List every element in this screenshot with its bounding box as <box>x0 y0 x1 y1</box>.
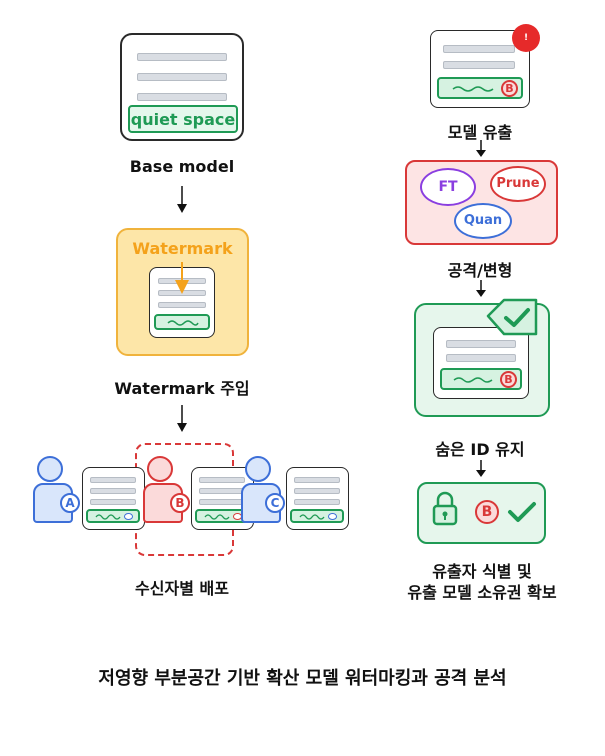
lock-icon <box>432 491 458 526</box>
watermark-slot <box>195 509 249 523</box>
attack-ft-badge: FT <box>420 168 476 206</box>
weight-bar <box>158 302 206 308</box>
weight-bar <box>199 477 245 483</box>
down-arrow-icon <box>476 140 486 157</box>
recipient-c-model-card <box>286 467 349 530</box>
kept-id-letter: B <box>504 373 513 386</box>
weight-bar <box>294 477 340 483</box>
weight-bar <box>90 488 136 494</box>
down-arrow-icon <box>476 280 486 297</box>
alert-icon: ! <box>523 33 529 43</box>
leak-id-letter: B <box>505 82 514 95</box>
base-model-label: Base model <box>129 157 235 176</box>
attack-prune-text: Prune <box>496 176 540 191</box>
user-b-letter: B <box>175 496 185 510</box>
weight-bar <box>443 61 515 69</box>
identify-label-line1: 유출자 식별 및 <box>432 562 532 581</box>
weight-bar <box>294 488 340 494</box>
identify-id-badge: B <box>475 500 499 524</box>
recipient-a-model-card <box>82 467 145 530</box>
distribute-label: 수신자별 배포 <box>135 579 229 598</box>
user-c-badge: C <box>265 493 285 513</box>
watermark-inject-label: Watermark 주입 <box>114 379 250 398</box>
weight-bar <box>90 499 136 505</box>
watermark-box-title: Watermark <box>132 239 233 258</box>
weight-bar <box>443 45 515 53</box>
inject-arrow-icon <box>175 262 189 294</box>
weight-bar <box>446 340 516 348</box>
attack-quan-badge: Quan <box>454 203 512 239</box>
attack-prune-badge: Prune <box>490 166 546 202</box>
quiet-space-chip: quiet space <box>128 105 238 133</box>
kept-model-card: B <box>433 327 529 399</box>
identify-id-letter: B <box>481 504 493 520</box>
weight-bar <box>90 477 136 483</box>
user-a-letter: A <box>65 496 75 510</box>
down-arrow-icon <box>177 186 187 213</box>
watermark-slot: B <box>437 77 523 99</box>
watermark-slot <box>154 314 210 330</box>
wave-icon <box>453 377 493 383</box>
figure-caption: 저영향 부분공간 기반 확산 모델 워터마킹과 공격 분석 <box>98 668 507 689</box>
down-arrow-icon <box>177 405 187 432</box>
leak-id-badge: B <box>501 80 518 97</box>
attack-label: 공격/변형 <box>447 261 513 280</box>
weight-bar <box>199 488 245 494</box>
leak-label: 모델 유출 <box>447 123 513 142</box>
weight-bar <box>137 93 227 101</box>
watermark-slot <box>290 509 344 523</box>
down-arrow-icon <box>476 460 486 477</box>
wave-icon <box>452 86 494 92</box>
attack-quan-text: Quan <box>463 213 503 228</box>
user-b-badge: B <box>170 493 190 513</box>
attack-ft-text: FT <box>438 179 458 195</box>
check-icon <box>508 502 536 522</box>
id-dot-a <box>124 513 133 520</box>
weight-bar <box>199 499 245 505</box>
alert-badge: ! <box>512 24 540 52</box>
weight-bar <box>294 499 340 505</box>
shield-check-icon <box>486 298 538 336</box>
wave-icon <box>299 514 325 520</box>
user-a-badge: A <box>60 493 80 513</box>
watermark-slot <box>86 509 140 523</box>
weight-bar <box>446 354 516 362</box>
watermark-slot: B <box>440 368 522 390</box>
weight-bar <box>137 53 227 61</box>
wave-icon <box>167 320 199 326</box>
wave-icon <box>95 514 121 520</box>
user-c-letter: C <box>270 496 280 510</box>
keep-id-label: 숨은 ID 유지 <box>435 440 525 459</box>
weight-bar <box>137 73 227 81</box>
id-dot-c <box>328 513 337 520</box>
user-a-head <box>37 456 63 482</box>
kept-id-badge: B <box>500 371 517 388</box>
base-model-card: quiet space <box>120 33 244 141</box>
user-c-head <box>245 456 271 482</box>
identify-label-line2: 유출 모델 소유권 확보 <box>407 583 557 602</box>
user-b-head <box>147 456 173 482</box>
quiet-space-text: quiet space <box>130 110 236 129</box>
wave-icon <box>204 514 230 520</box>
